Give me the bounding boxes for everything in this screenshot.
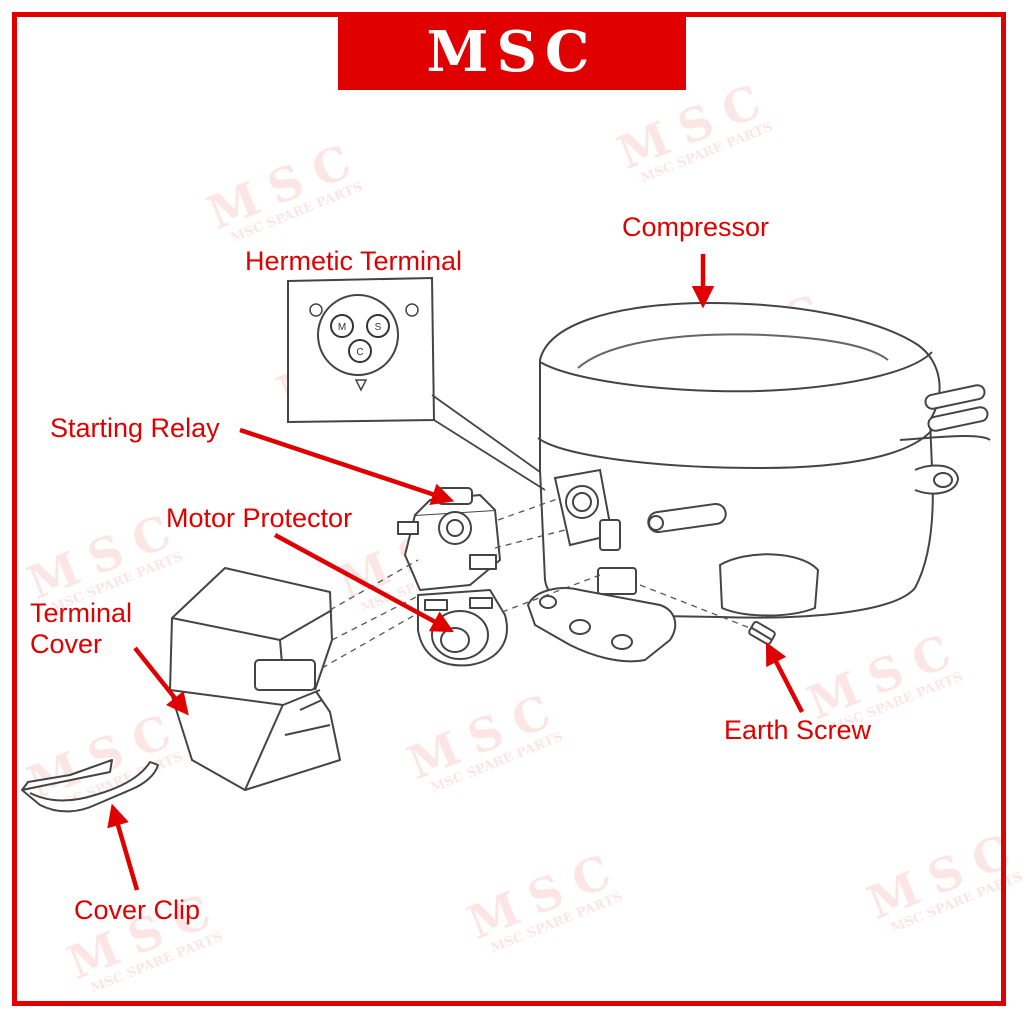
terminal-cover-part — [169, 567, 341, 791]
label-compressor: Compressor — [622, 212, 770, 242]
label-earth-screw: Earth Screw — [724, 715, 872, 745]
pin-label-m: M — [338, 322, 346, 333]
label-starting-relay: Starting Relay — [50, 413, 220, 443]
mounting-foot — [526, 587, 677, 663]
label-terminal-cover: Terminal Cover — [30, 598, 133, 660]
label-motor-protector: Motor Protector — [166, 503, 353, 533]
callout-arrows — [107, 254, 805, 891]
label-cover-clip: Cover Clip — [74, 895, 201, 925]
arrow-cover-clip — [107, 803, 140, 891]
starting-relay-part — [397, 487, 501, 591]
brand-title: MSC — [426, 19, 598, 85]
assembly-lines — [321, 497, 756, 669]
arrow-earth-screw — [765, 641, 805, 714]
compressor-body — [537, 301, 941, 619]
arrow-starting-relay — [239, 427, 455, 505]
cover-clip-part — [21, 759, 159, 813]
arrow-motor-protector — [273, 533, 454, 633]
motor-protector-part — [417, 589, 508, 667]
hermetic-terminal-inset: M S C — [287, 276, 546, 491]
pin-label-s: S — [375, 322, 382, 333]
pin-label-c: C — [356, 347, 363, 358]
compressor-details — [553, 468, 727, 595]
arrow-terminal-cover — [133, 646, 189, 716]
compressor-tubes — [899, 384, 991, 495]
brand-banner: MSC — [338, 14, 686, 90]
earth-screw-part — [748, 621, 776, 645]
label-hermetic-terminal: Hermetic Terminal — [245, 246, 463, 276]
